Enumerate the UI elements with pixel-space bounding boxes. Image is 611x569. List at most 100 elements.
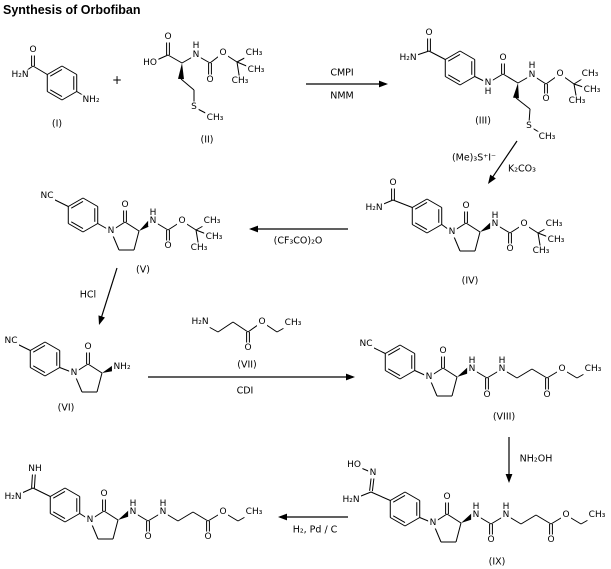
- atom-label: O: [219, 48, 226, 58]
- atom-label: O: [443, 492, 450, 502]
- atom-label: N: [87, 515, 94, 525]
- atom-label: NC: [4, 336, 17, 346]
- atom-label: O: [562, 510, 569, 520]
- atom-label: N: [71, 368, 78, 378]
- reaction-arrow-step6: NH₂OH: [505, 437, 554, 483]
- atom-label: O: [244, 343, 251, 353]
- atom-label: O: [164, 32, 171, 42]
- atom-label: O: [258, 317, 265, 327]
- atom-label: HO: [143, 58, 157, 68]
- reaction-arrow-step2: (Me)₃S⁺I⁻ K₂CO₃: [450, 140, 538, 184]
- atom-label: H: [193, 41, 200, 51]
- atom-label: CH₃: [246, 507, 263, 517]
- atom-label: N: [370, 468, 377, 478]
- reaction-arrow-step4: HCl: [78, 267, 118, 325]
- atom-label: CH₃: [589, 510, 606, 520]
- compound-label: (VI): [58, 403, 75, 414]
- atom-label: H: [469, 356, 476, 366]
- atom-label: O: [556, 69, 563, 79]
- atom-label: S: [526, 121, 532, 131]
- atom-label: N: [473, 510, 480, 520]
- reagent-label: K₂CO₃: [508, 164, 536, 175]
- atom-label: CH₃: [548, 235, 565, 245]
- reagent-label: H₂, Pd / C: [293, 525, 338, 536]
- plus-sign: +: [112, 73, 122, 87]
- atom-label: H: [160, 499, 167, 509]
- reaction-arrow-step3: (CF₃CO)₂O: [249, 225, 348, 247]
- atom-label: CH₃: [232, 76, 249, 86]
- atom-label: N: [160, 507, 167, 517]
- atom-label: NH: [28, 464, 42, 474]
- atom-label: H: [499, 356, 506, 366]
- atom-label: N: [499, 364, 506, 374]
- reagent-label: (CF₃CO)₂O: [274, 236, 323, 247]
- reagent-label: NMM: [330, 91, 354, 102]
- compound-label: (VIII): [493, 412, 515, 423]
- reagent-label: (Me)₃S⁺I⁻: [452, 153, 496, 164]
- atom-label: N: [529, 70, 536, 80]
- atom-label: O: [178, 216, 185, 226]
- atom-label: H: [492, 211, 499, 221]
- atom-label: O: [439, 346, 446, 356]
- atom-label: H: [529, 61, 536, 71]
- atom-label: CH₃: [204, 216, 221, 226]
- atom-label: O: [219, 507, 226, 517]
- compound-label: (IX): [489, 557, 506, 568]
- atom-label: NH₂: [82, 95, 100, 105]
- atom-label: O: [547, 535, 554, 545]
- atom-label: H₂N: [399, 53, 416, 63]
- atom-label: N: [193, 50, 200, 60]
- atom-label: O: [506, 244, 513, 254]
- atom-label: N: [108, 226, 115, 236]
- atom-label: NC: [359, 339, 372, 349]
- atom-label: H₂N: [11, 70, 28, 80]
- atom-label: CH₃: [569, 96, 586, 106]
- atom-label: H₂N: [4, 492, 21, 502]
- atom-label: O: [425, 28, 432, 38]
- atom-label: CH₃: [584, 85, 601, 95]
- atom-label: N: [503, 510, 510, 520]
- reaction-arrow-step7: H₂, Pd / C: [278, 513, 348, 536]
- atom-label: CH₃: [585, 364, 602, 374]
- atom-label: O: [389, 178, 396, 188]
- atom-label: N: [130, 507, 137, 517]
- atom-label: H: [485, 87, 492, 97]
- compound-label: (VII): [237, 360, 257, 371]
- compound-label: (V): [136, 265, 150, 276]
- compound-label: (III): [475, 116, 491, 127]
- atom-label: H₂N: [365, 203, 382, 213]
- atom-label: O: [29, 45, 36, 55]
- atom-label: O: [121, 200, 128, 210]
- reaction-arrow-step5: CDI: [148, 373, 355, 397]
- compound-label: (IV): [462, 276, 479, 287]
- atom-label: N: [485, 78, 492, 88]
- atom-label: N: [469, 364, 476, 374]
- atom-label: N: [426, 372, 433, 382]
- atom-label: H: [473, 502, 480, 512]
- atom-label: O: [206, 75, 213, 85]
- atom-label: O: [204, 532, 211, 542]
- atom-label: O: [144, 532, 151, 542]
- atom-label: CH₃: [546, 219, 563, 229]
- atom-label: CH₃: [539, 132, 556, 142]
- atom-label: O: [462, 201, 469, 211]
- atom-label: N: [430, 518, 437, 528]
- atom-label: O: [483, 390, 490, 400]
- atom-label: NH₂: [113, 362, 131, 372]
- atom-label: CH₃: [207, 113, 224, 123]
- atom-label: CH₃: [285, 318, 302, 328]
- atom-label: O: [520, 219, 527, 229]
- atom-label: N: [492, 219, 499, 229]
- atom-label: O: [84, 342, 91, 352]
- reagent-label: HCl: [80, 290, 96, 301]
